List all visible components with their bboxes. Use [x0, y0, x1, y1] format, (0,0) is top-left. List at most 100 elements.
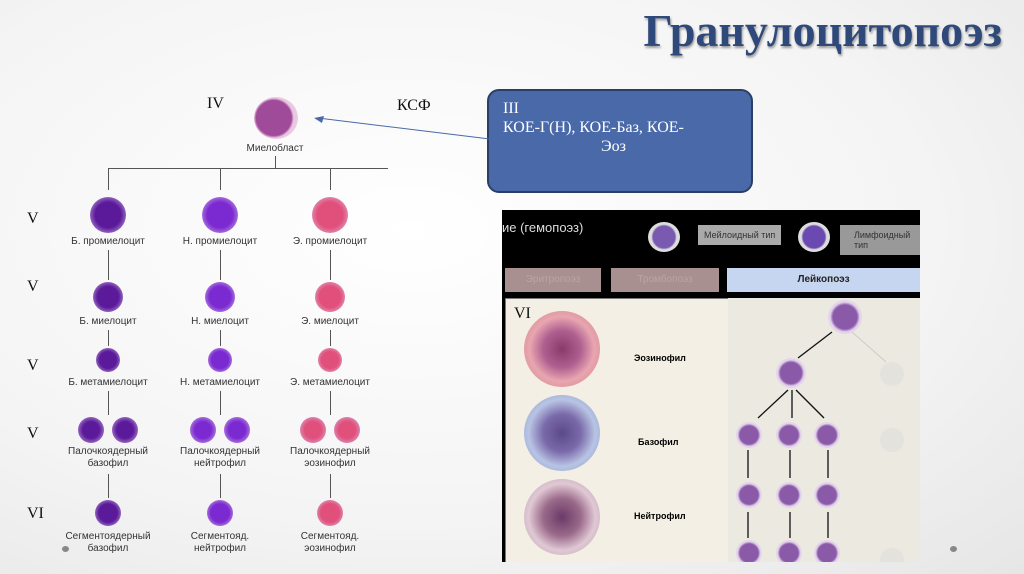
stage-label-vi: VI [514, 305, 531, 322]
lymphoid-cell [798, 222, 830, 252]
branch-line [275, 156, 276, 168]
granulocyte-panel: VI Эозинофил Базофил Нейтрофил [505, 298, 729, 562]
lymphoid-label: Лимфоидный тип [840, 225, 920, 255]
stage-label: Э. миелоцит [301, 316, 359, 327]
eosinophil-label: Эозинофил [634, 353, 686, 363]
connector [330, 250, 331, 280]
neutrophil-image [524, 479, 600, 555]
tree-cell [814, 482, 840, 508]
connector [330, 168, 331, 190]
stage-label: Б. метамиелоцит [68, 377, 148, 388]
tree-arrows [747, 331, 887, 538]
tree-cell [736, 540, 762, 562]
box-line: КОЕ-Г(Н), КОЕ-Баз, КОЕ- [503, 119, 684, 136]
connector [220, 330, 221, 346]
eosinophil-image [524, 311, 600, 387]
faded-cell [880, 548, 904, 562]
connector [330, 330, 331, 346]
granulocyte-cell [90, 197, 126, 233]
stage-label: Э. промиелоцит [292, 236, 368, 247]
tree-cell [776, 358, 806, 388]
tab-thrombopoiesis: Тромбопоэз [611, 268, 719, 292]
connector [220, 474, 221, 498]
granulocyte-cell [207, 500, 233, 526]
photo-header: ие (гемопоэз) [502, 220, 584, 235]
connector [108, 474, 109, 498]
faded-cell [880, 362, 904, 386]
granulocyte-cell [318, 348, 342, 372]
bullet-dot [950, 546, 957, 552]
basophil-label: Базофил [638, 437, 679, 447]
basophil-image [524, 395, 600, 471]
connector [220, 250, 221, 280]
stage-label-v: V [27, 357, 39, 374]
stage-label: Н. миелоцит [191, 316, 249, 327]
tab-erythropoiesis: Эритропоэз [505, 268, 601, 292]
arrow-to-myeloblast [314, 116, 499, 141]
stage-label-v: V [27, 425, 39, 442]
band-cell [224, 417, 250, 443]
stage-label: Э. метамиелоцит [290, 377, 370, 388]
connector [330, 474, 331, 498]
koe-box: III КОЕ-Г(Н), КОЕ-Баз, КОЕ- Эоз [487, 89, 753, 193]
band-cell [112, 417, 138, 443]
connector [220, 391, 221, 415]
box-line: III [503, 100, 519, 117]
tree-cell [736, 422, 762, 448]
neutrophil-label: Нейтрофил [634, 511, 686, 521]
band-cell [78, 417, 104, 443]
connector [108, 250, 109, 280]
slide-title: Гранулоцитопоэз [643, 5, 1002, 56]
stage-label: Сегментояд.эозинофил [300, 531, 360, 554]
tree-cell [736, 482, 762, 508]
band-cell [190, 417, 216, 443]
granulocyte-cell [208, 348, 232, 372]
faded-cell [880, 428, 904, 452]
connector [330, 391, 331, 415]
granulocyte-cell [93, 282, 123, 312]
branch-line [108, 168, 388, 169]
stage-label: Н. промиелоцит [182, 236, 258, 247]
connector [108, 391, 109, 415]
granulocyte-cell [205, 282, 235, 312]
tree-cell [828, 300, 862, 334]
myeloblast-label: Миелобласт [246, 143, 304, 154]
tree-cell [814, 422, 840, 448]
stem-cell [648, 222, 680, 252]
myeloid-label: Мейлоидный тип [698, 225, 782, 245]
hemopoiesis-photo: ие (гемопоэз) Мейлоидный тип Лимфоидный … [502, 210, 920, 562]
stage-label-iv: IV [207, 95, 224, 112]
connector [108, 330, 109, 346]
granulocyte-cell [315, 282, 345, 312]
stage-label: Б. промиелоцит [71, 236, 145, 247]
granulocyte-cell [96, 348, 120, 372]
tree-cell [776, 422, 802, 448]
granulocyte-cell [312, 197, 348, 233]
granulocyte-cell [95, 500, 121, 526]
stage-label: Б. миелоцит [79, 316, 137, 327]
stage-label: Н. метамиелоцит [179, 377, 260, 388]
ksf-label: КСФ [397, 97, 431, 114]
stage-label: Сегментояд.нейтрофил [190, 531, 250, 554]
leukopoiesis-tree [728, 298, 920, 562]
connector [220, 168, 221, 190]
connector [108, 168, 109, 190]
bullet-dot [62, 546, 69, 552]
myeloblast-cell [254, 97, 298, 139]
tree-cell [776, 540, 802, 562]
tab-leukopoiesis: Лейкопоэз [727, 268, 920, 292]
granulocyte-cell [202, 197, 238, 233]
band-cell [334, 417, 360, 443]
box-line: Эоз [601, 138, 626, 155]
stage-label-v: V [27, 278, 39, 295]
stage-label-vi: VI [27, 505, 44, 522]
tree-cell [814, 540, 840, 562]
granulocyte-cell [317, 500, 343, 526]
tree-cell [776, 482, 802, 508]
stage-label-v: V [27, 210, 39, 227]
band-cell [300, 417, 326, 443]
